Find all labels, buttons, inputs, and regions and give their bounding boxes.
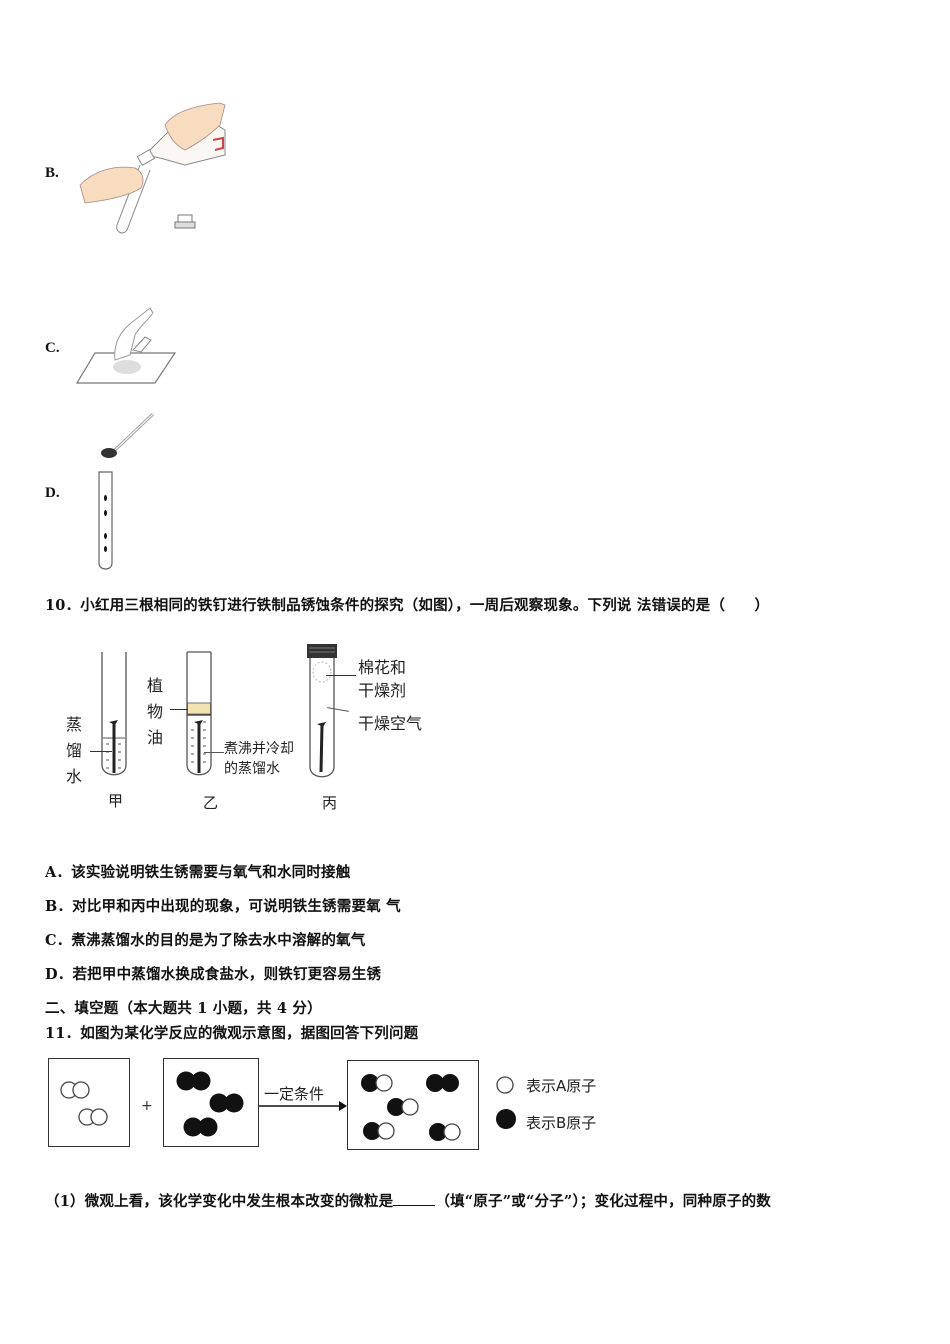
- option-c-label: C.: [45, 340, 60, 356]
- atom-b-legend-icon: [496, 1109, 516, 1129]
- reaction-arrow-icon: [259, 1101, 347, 1111]
- atom-a-legend-icon: [496, 1076, 514, 1094]
- label-leader-line: [170, 709, 188, 711]
- vegetable-oil-label: 植 物 油: [147, 676, 164, 747]
- b2-molecules: [176, 1071, 244, 1137]
- powder-on-paper-figure: [75, 307, 177, 384]
- label-leader-line: [326, 675, 356, 677]
- question-10-stem: 10．小红用三根相同的铁钉进行铁制品锈蚀条件的探究（如图），一周后观察现象。下列…: [45, 597, 770, 614]
- tube-jia-name: 甲: [108, 792, 124, 810]
- legend-atom-b: 表示B原子: [526, 1114, 597, 1132]
- answer-blank[interactable]: [393, 1191, 436, 1206]
- question-11-stem: 11．如图为某化学反应的微观示意图，据图回答下列问题: [45, 1025, 419, 1042]
- reaction-condition-label: 一定条件: [264, 1085, 325, 1103]
- option-b-label: B.: [45, 165, 59, 181]
- q11-subquestion-1: （1）微观上看，该化学变化中发生根本改变的微粒是（填“原子”或“分子”）；变化过…: [45, 1191, 771, 1210]
- reactant-b-box: [163, 1058, 259, 1147]
- spoon-and-test-tube-figure: [98, 412, 155, 570]
- tube-jia-figure: [101, 652, 127, 776]
- tube-bing-name: 丙: [322, 794, 338, 812]
- reactant-a-box: [48, 1058, 130, 1147]
- tube-yi-figure: [186, 651, 212, 776]
- q10-option-a: A．该实验说明铁生锈需要与氧气和水同时接触: [45, 864, 351, 881]
- label-leader-line: [90, 751, 112, 753]
- label-leader-line: [204, 752, 224, 753]
- option-d-label: D.: [45, 485, 60, 501]
- section-heading: 二、填空题（本大题共 1 小题，共 4 分）: [45, 1000, 322, 1017]
- a2-molecules: [60, 1081, 108, 1126]
- pouring-liquid-figure: [79, 102, 226, 234]
- q10-option-b: B．对比甲和丙中出现的现象，可说明铁生锈需要氧 气: [45, 898, 401, 915]
- boiled-water-label: 煮沸并冷却 的蒸馏水: [224, 741, 294, 777]
- tube-bing-figure: [307, 644, 337, 778]
- q10-option-c: C．煮沸蒸馏水的目的是为了除去水中溶解的氧气: [45, 932, 366, 949]
- legend-atom-a: 表示A原子: [526, 1077, 597, 1095]
- plus-sign: +: [141, 1098, 153, 1114]
- cotton-desiccant-label: 棉花和 干燥剂: [358, 658, 407, 700]
- ab-molecules: [361, 1074, 461, 1141]
- dry-air-label: 干燥空气: [358, 714, 423, 733]
- q10-option-d: D．若把甲中蒸馏水换成食盐水，则铁钉更容易生锈: [45, 966, 382, 983]
- distilled-water-label-jia: 蒸 馏 水: [66, 715, 83, 786]
- tube-yi-name: 乙: [203, 794, 219, 812]
- product-box: [347, 1060, 479, 1150]
